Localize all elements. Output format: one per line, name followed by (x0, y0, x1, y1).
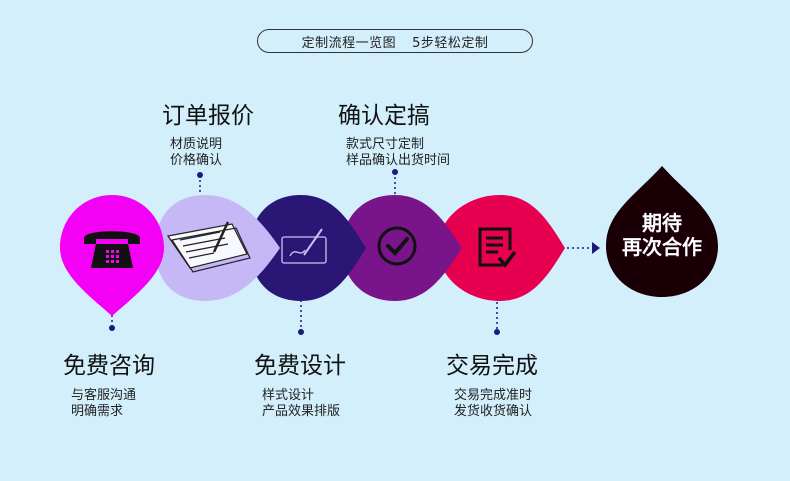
step-1-desc-2: 明确需求 (71, 404, 124, 419)
step-3-label: 免费设计 样式设计 产品效果排版 (254, 346, 346, 420)
step-5-shape (438, 195, 565, 301)
step-3-title: 免费设计 (254, 353, 346, 379)
step-5-label: 交易完成 交易完成准时 发货收货确认 (446, 346, 538, 420)
title-left: 定制流程一览图 (301, 35, 397, 51)
step-5-title: 交易完成 (446, 353, 538, 379)
step-4-desc-2: 样品确认出货时间 (346, 153, 451, 168)
connector-dot-4 (392, 169, 398, 175)
step-1-title: 免费咨询 (63, 353, 155, 379)
final-label: 期待 再次合作 (607, 211, 717, 259)
step-3-desc-2: 产品效果排版 (262, 404, 341, 419)
final-shape (606, 166, 718, 297)
step-5-desc-1: 交易完成准时 (454, 388, 533, 403)
step-2-label: 订单报价 材质说明 价格确认 (162, 96, 254, 169)
tablet-pen-icon (281, 228, 327, 264)
check-circle-icon (377, 226, 417, 266)
step-4-label: 确认定搞 款式尺寸定制 样品确认出货时间 (338, 96, 450, 169)
step-3-desc-1: 样式设计 (262, 388, 315, 403)
telephone-icon (84, 231, 140, 268)
step-4-desc-1: 款式尺寸定制 (346, 137, 425, 152)
step-1-label: 免费咨询 与客服沟通 明确需求 (63, 346, 155, 420)
connector-dot-5 (494, 329, 500, 335)
connector-dot-2 (197, 172, 203, 178)
step-2-desc-1: 材质说明 (170, 137, 223, 152)
step-2-desc-2: 价格确认 (170, 153, 223, 168)
step-2-title: 订单报价 (162, 103, 254, 129)
arrow-head (592, 242, 600, 254)
connector-dot-1 (109, 325, 115, 331)
step-1-desc-1: 与客服沟通 (71, 388, 137, 403)
step-4-title: 确认定搞 (338, 103, 430, 129)
title-pill: 定制流程一览图 5步轻松定制 (257, 29, 533, 53)
step-5-desc-2: 发货收货确认 (454, 404, 533, 419)
checklist-icon (478, 227, 517, 268)
title-right: 5步轻松定制 (412, 35, 489, 51)
final-line-2: 再次合作 (622, 235, 702, 259)
step-4-shape (342, 195, 462, 301)
final-line-1: 期待 (642, 211, 682, 235)
document-pen-icon (166, 221, 251, 273)
connector-dot-3 (298, 329, 304, 335)
